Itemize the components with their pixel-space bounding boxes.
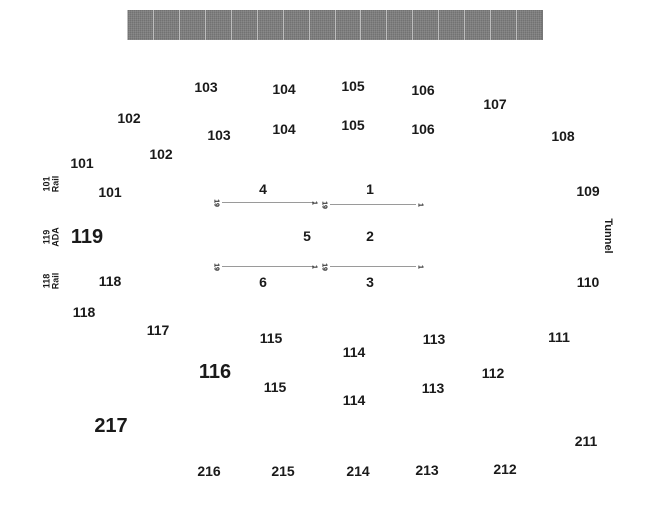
stage (127, 10, 543, 40)
section-109[interactable]: 109 (576, 183, 600, 199)
row-line (330, 266, 416, 267)
section-213[interactable]: 213 (415, 462, 439, 478)
section-105[interactable]: 105 (341, 78, 365, 94)
stage-segment (438, 10, 465, 40)
stage-segment (127, 10, 153, 40)
section-101[interactable]: 101 (98, 184, 122, 200)
section-6[interactable]: 6 (259, 274, 267, 290)
section-114[interactable]: 114 (342, 344, 366, 360)
section-118[interactable]: 118 (72, 304, 96, 320)
section-106[interactable]: 106 (411, 121, 435, 137)
section-114[interactable]: 114 (342, 392, 366, 408)
section-113[interactable]: 113 (422, 331, 446, 347)
section-1[interactable]: 1 (366, 181, 374, 197)
row-number-start: 19 (320, 201, 328, 209)
section-118-rail[interactable]: 118 Rail (41, 272, 61, 290)
section-3[interactable]: 3 (366, 274, 374, 290)
section-4[interactable]: 4 (259, 181, 267, 197)
row-line (330, 204, 416, 205)
section-103[interactable]: 103 (207, 127, 231, 143)
section-215[interactable]: 215 (271, 463, 295, 479)
section-113[interactable]: 113 (421, 380, 445, 396)
section-115[interactable]: 115 (259, 330, 283, 346)
section-102[interactable]: 102 (117, 110, 141, 126)
row-number-end: 1 (310, 265, 318, 269)
section-214[interactable]: 214 (346, 463, 370, 479)
stage-segment (516, 10, 542, 40)
tunnel-label: Tunnel (601, 218, 614, 254)
section-211[interactable]: 211 (574, 433, 598, 449)
row-number-start: 19 (320, 263, 328, 271)
section-212[interactable]: 212 (493, 461, 517, 477)
stage-segment (490, 10, 517, 40)
row-line (222, 202, 314, 203)
stage-segment (464, 10, 491, 40)
stage-segment (256, 10, 283, 40)
stage-segment (178, 10, 205, 40)
stage-segment (152, 10, 179, 40)
section-117[interactable]: 117 (146, 322, 170, 338)
section-216[interactable]: 216 (197, 463, 221, 479)
row-number-end: 1 (310, 201, 318, 205)
row-number-end: 1 (416, 203, 424, 207)
stage-segment (230, 10, 257, 40)
section-111[interactable]: 111 (548, 329, 570, 345)
stage-segment (334, 10, 361, 40)
stage-segment (204, 10, 231, 40)
row-number-end: 1 (416, 265, 424, 269)
section-101-rail[interactable]: 101 Rail (41, 175, 61, 193)
section-101[interactable]: 101 (70, 155, 94, 171)
section-2[interactable]: 2 (366, 228, 374, 244)
section-102[interactable]: 102 (149, 146, 173, 162)
section-110[interactable]: 110 (576, 274, 600, 290)
stage-segment (282, 10, 309, 40)
section-118[interactable]: 118 (98, 273, 122, 289)
row-number-start: 19 (212, 199, 220, 207)
section-112[interactable]: 112 (481, 365, 505, 381)
stage-segment (308, 10, 335, 40)
section-103[interactable]: 103 (194, 79, 218, 95)
stage-segment (386, 10, 413, 40)
section-5[interactable]: 5 (303, 228, 311, 244)
stage-segment (360, 10, 387, 40)
row-number-start: 19 (212, 263, 220, 271)
stage-segment (412, 10, 439, 40)
section-105[interactable]: 105 (341, 117, 365, 133)
section-104[interactable]: 104 (272, 121, 296, 137)
section-217[interactable]: 217 (94, 415, 128, 437)
section-108[interactable]: 108 (551, 128, 575, 144)
section-115[interactable]: 115 (263, 379, 287, 395)
section-107[interactable]: 107 (483, 96, 507, 112)
row-line (222, 266, 314, 267)
section-106[interactable]: 106 (411, 82, 435, 98)
section-116[interactable]: 116 (198, 361, 232, 383)
section-104[interactable]: 104 (272, 81, 296, 97)
section-119-ada[interactable]: 119 ADA (41, 227, 61, 247)
section-119[interactable]: 119 (70, 226, 104, 248)
